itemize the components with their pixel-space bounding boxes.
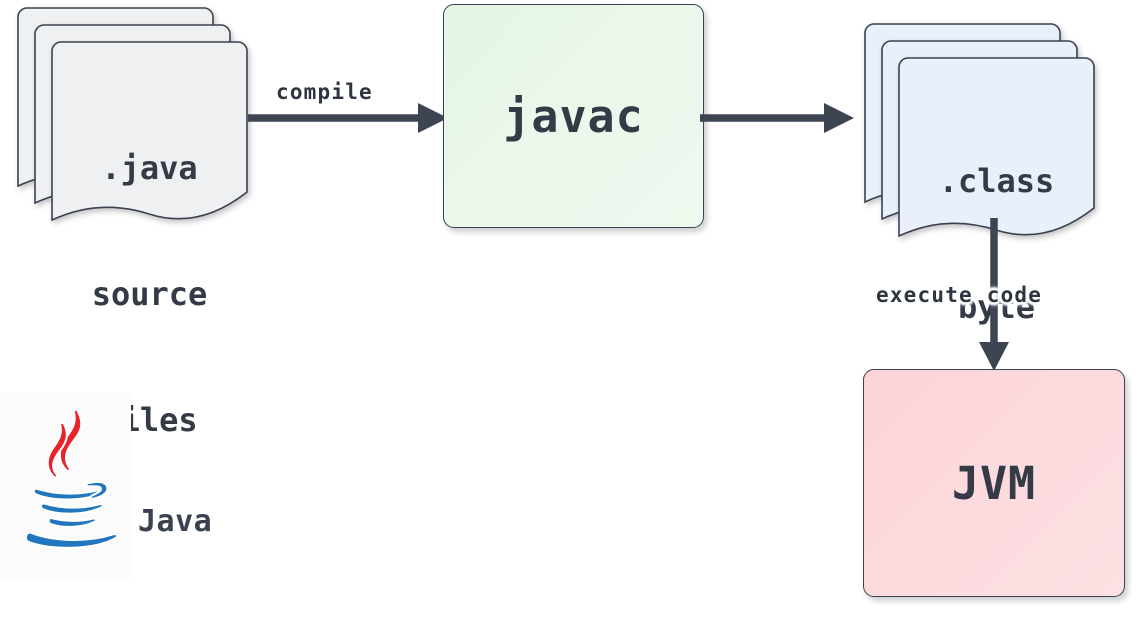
caption-title: Java Compilation Process [138, 414, 342, 617]
javac-label: javac [503, 89, 644, 143]
node-class-byte-code[interactable]: .class byte code [855, 23, 1105, 452]
caption-block: Java Compilation Process [0, 392, 420, 578]
node-jvm[interactable]: JVM [863, 369, 1125, 597]
edge-class-to-jvm [979, 218, 1009, 371]
edge-source-to-javac [248, 103, 448, 133]
java-logo [0, 392, 131, 578]
label-line: source [91, 275, 208, 313]
edge-label-compile: compile [276, 80, 373, 104]
caption-line: Java [138, 504, 213, 539]
node-javac[interactable]: javac [443, 4, 704, 228]
node-java-source-files[interactable]: .java source files [8, 7, 258, 439]
jvm-label: JVM [951, 456, 1037, 510]
edge-javac-to-class [700, 103, 854, 133]
edge-label-execute-code: execute code [876, 283, 1043, 307]
class-byte-code-shape [864, 23, 1095, 238]
java-coffee-cup-icon [24, 408, 119, 549]
java-source-files-shape [17, 7, 248, 222]
